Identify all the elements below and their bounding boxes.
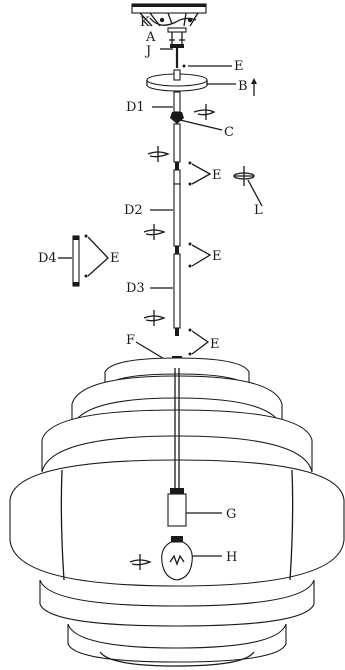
screws-e-right-1 [188, 161, 212, 186]
screws-e-right-2 [188, 242, 212, 268]
label-d1: D1 [126, 100, 145, 115]
bulb-h [161, 536, 222, 581]
swivel-joint-c [170, 112, 223, 131]
rotate-arrow-icon [129, 554, 152, 570]
tool-l [233, 166, 263, 207]
rod-upper [173, 123, 181, 185]
rotate-arrow-icon [193, 104, 216, 120]
label-e-top: E [234, 59, 244, 74]
label-g: G [226, 507, 236, 522]
rod-d4 [58, 235, 80, 287]
label-d3: D3 [126, 281, 145, 296]
screws-e-right-3 [188, 328, 210, 356]
label-d4: D4 [38, 251, 57, 266]
rod-d3 [150, 253, 181, 336]
label-h: H [226, 550, 237, 565]
rotate-arrow-icon [143, 310, 166, 326]
label-l: L [254, 203, 263, 218]
rotate-arrow-icon [147, 146, 170, 162]
label-f: F [126, 333, 135, 348]
mounting-bracket [160, 27, 187, 68]
screws-e-left [84, 234, 109, 278]
label-j: J [144, 44, 151, 59]
label-e-right-3: E [210, 337, 220, 352]
rotate-arrow-icon [143, 224, 166, 240]
label-e-right-2: E [212, 249, 222, 264]
up-arrow-icon [251, 78, 257, 96]
screw-e-top [182, 64, 232, 68]
canopy-cover-b [146, 69, 236, 92]
label-c: C [224, 125, 234, 140]
label-k: K [140, 15, 150, 30]
label-e-right-1: E [212, 168, 222, 183]
label-d2: D2 [124, 203, 143, 218]
socket-g [167, 488, 222, 527]
rod-d2 [150, 183, 181, 254]
label-e-left: E [110, 251, 120, 266]
rod-d1 [152, 91, 181, 113]
label-b: B [238, 79, 248, 94]
inner-cable [174, 368, 180, 488]
label-a: A [145, 30, 156, 45]
ceiling-canopy [131, 3, 207, 27]
